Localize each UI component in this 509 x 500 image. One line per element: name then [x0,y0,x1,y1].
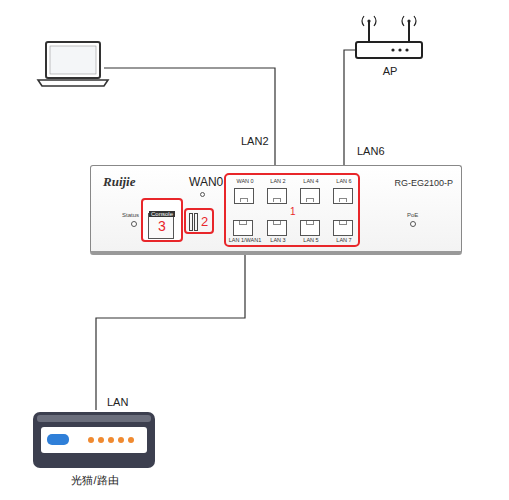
port-label: LAN 3 [262,237,294,243]
usb-port [189,213,193,231]
edge-label: LAN6 [356,145,386,158]
port-group-callout: 1WAN 0LAN 2LAN 4LAN 6LAN 1/WAN1LAN 3LAN … [224,173,360,247]
port-socket [233,220,253,236]
wan-icon [200,192,205,197]
port-notch [273,221,281,225]
port-socket [267,220,287,236]
port-socket [333,220,353,236]
port-label: LAN 2 [262,178,294,184]
indicator-label: PoE [407,212,418,219]
poe-led [410,221,416,227]
callout-number: 2 [201,215,208,230]
indicator-label: Status [122,212,139,219]
modem-router: 光猫/路由 [29,410,161,496]
network-cable [96,246,245,410]
access-point: AP [355,12,425,84]
port-label: LAN 4 [295,178,327,184]
port-label: WAN0 [189,176,223,190]
port-notch [240,198,248,202]
ethernet-port: LAN 2 [262,178,294,206]
port-notch [339,221,347,225]
device-label: AP [355,65,425,78]
port-notch [273,198,281,202]
port-socket [333,188,353,204]
port-socket [267,188,287,204]
ethernet-port: WAN 0 [229,178,261,206]
port-label: WAN 0 [229,178,261,184]
edge-label: LAN [106,396,129,409]
model-name: RG-EG2100-P [394,178,453,188]
ethernet-port: LAN 5 [295,218,327,246]
usb-port [194,213,198,231]
port-label: LAN 5 [295,237,327,243]
ethernet-port: LAN 4 [295,178,327,206]
port-label: LAN 6 [328,178,360,184]
port-socket [300,220,320,236]
device-label: 光猫/路由 [29,474,161,487]
ethernet-port: LAN 6 [328,178,360,206]
status-led [131,221,137,227]
ethernet-port: LAN 1/WAN1 [228,218,263,246]
ap-icon [355,12,423,62]
network-cable [344,50,355,178]
brand-logo: Ruijie [103,175,136,190]
port-notch [339,198,347,202]
ethernet-port: LAN 7 [328,218,360,246]
usb-callout: 2 [184,208,214,234]
console-callout: Console3 [141,198,183,242]
callout-number: 1 [290,206,296,218]
port-label: LAN 1/WAN1 [228,237,263,243]
laptop-icon [38,42,108,86]
port-label: LAN2 [241,135,269,148]
ethernet-port: LAN 3 [262,218,294,246]
port-notch [306,198,314,202]
modem-icon [29,410,159,472]
port-socket [234,188,254,204]
callout-number: 3 [143,218,181,234]
gateway-device: RuijieWAN0RG-EG2100-PStatusPoE1WAN 0LAN … [90,165,462,255]
port-label: LAN 7 [328,237,360,243]
port-label: Console [143,202,181,220]
port-notch [306,221,314,225]
port-socket [300,188,320,204]
port-notch [239,221,247,225]
laptop-wire [104,68,275,176]
